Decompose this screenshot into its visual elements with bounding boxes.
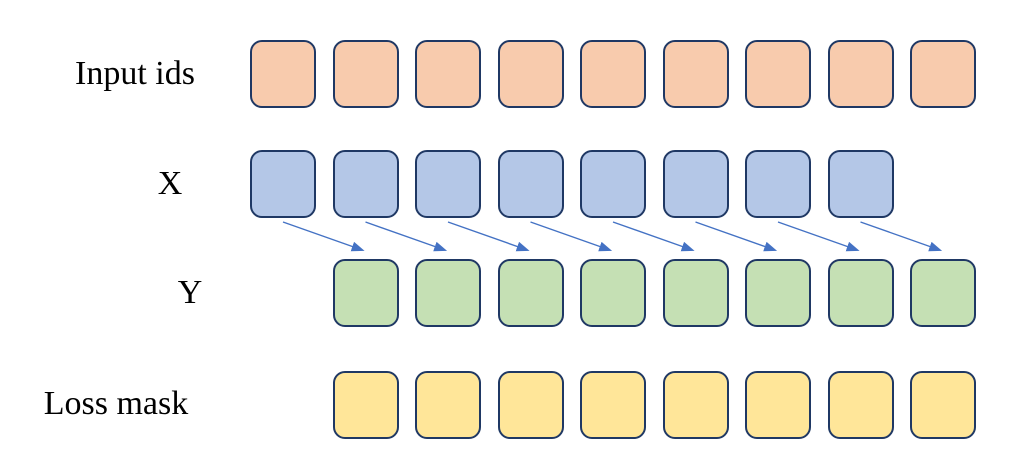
input-ids-token-1 xyxy=(250,40,316,108)
x-token-3 xyxy=(415,150,481,218)
loss-mask-row xyxy=(332,371,976,439)
loss-mask-token-8 xyxy=(910,371,976,439)
x-row xyxy=(250,150,894,218)
row-label-y: Y xyxy=(177,274,203,311)
shift-arrow-1 xyxy=(282,221,365,252)
input-ids-token-9 xyxy=(910,40,976,108)
y-token-3 xyxy=(497,259,564,327)
x-token-6 xyxy=(662,150,729,218)
input-ids-row xyxy=(250,40,976,108)
y-row xyxy=(332,259,976,327)
x-token-2 xyxy=(332,150,399,218)
input-ids-token-4 xyxy=(497,40,564,108)
y-token-4 xyxy=(580,259,646,327)
y-token-2 xyxy=(415,259,481,327)
shift-arrow-2 xyxy=(365,221,448,252)
loss-mask-token-2 xyxy=(415,371,481,439)
row-label-x: X xyxy=(157,165,183,202)
x-token-5 xyxy=(580,150,646,218)
shift-arrow-5 xyxy=(612,221,695,252)
shift-arrow-7 xyxy=(777,221,860,252)
x-token-1 xyxy=(250,150,316,218)
y-token-6 xyxy=(745,259,811,327)
input-ids-token-6 xyxy=(662,40,729,108)
input-ids-token-7 xyxy=(745,40,811,108)
shift-arrow-4 xyxy=(530,221,613,252)
y-token-7 xyxy=(827,259,894,327)
x-token-8 xyxy=(827,150,894,218)
shift-arrow-3 xyxy=(447,221,530,252)
shift-arrow-6 xyxy=(695,221,778,252)
y-token-5 xyxy=(662,259,729,327)
x-token-4 xyxy=(497,150,564,218)
loss-mask-token-6 xyxy=(745,371,811,439)
row-label-input-ids: Input ids xyxy=(75,55,195,92)
x-token-7 xyxy=(745,150,811,218)
loss-mask-token-5 xyxy=(662,371,729,439)
input-ids-token-5 xyxy=(580,40,646,108)
shift-arrow-8 xyxy=(860,221,943,252)
loss-mask-token-3 xyxy=(497,371,564,439)
loss-mask-token-4 xyxy=(580,371,646,439)
loss-mask-token-1 xyxy=(332,371,399,439)
loss-mask-token-7 xyxy=(827,371,894,439)
input-ids-token-8 xyxy=(827,40,894,108)
input-ids-token-3 xyxy=(415,40,481,108)
y-token-8 xyxy=(910,259,976,327)
row-label-loss-mask: Loss mask xyxy=(43,385,189,422)
y-token-1 xyxy=(332,259,399,327)
input-ids-token-2 xyxy=(332,40,399,108)
